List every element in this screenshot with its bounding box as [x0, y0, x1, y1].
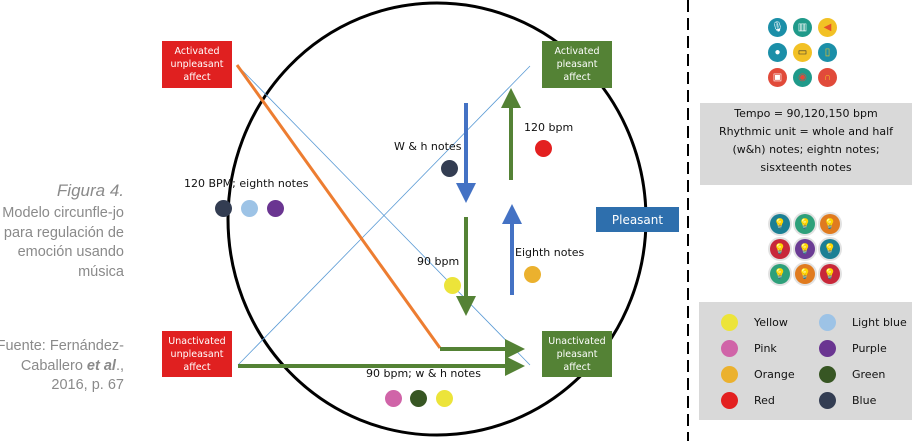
- legend-label: Green: [852, 368, 886, 381]
- quadrant-activated-unpleasant: Activated unpleasant affect: [162, 41, 232, 88]
- microphone-icon: 🎙: [768, 18, 787, 37]
- label-wh-notes: W & h notes: [394, 140, 462, 153]
- dot-yellow: [444, 277, 461, 294]
- quadrant-unactivated-pleasant: Unactivated pleasant affect: [542, 331, 612, 377]
- quadrant-unactivated-unpleasant: Unactivated unpleasant affect: [162, 331, 232, 377]
- source-etal: et al: [86, 357, 116, 374]
- bulb-icon-teal: 💡: [770, 214, 790, 234]
- speaker-horn-icon: ◀: [818, 18, 837, 37]
- pleasant-axis-label: Pleasant: [596, 207, 679, 232]
- vinyl-record-icon: ●: [768, 43, 787, 62]
- source-prefix: Fuente: Fernández-Caballero: [0, 338, 124, 374]
- legend-label: Blue: [852, 394, 877, 407]
- legend-item-orange: Orange: [721, 366, 795, 383]
- bulb-icon-green: 💡: [795, 214, 815, 234]
- music-icons-grid: 🎙 ▥ ◀ ● ▭ ▯ ▣ ◉ ∩: [768, 18, 837, 87]
- equalizer-icon: ▥: [793, 18, 812, 37]
- legend-item-red: Red: [721, 392, 775, 409]
- source-suffix: ., 2016, p. 67: [51, 357, 124, 394]
- legend-swatch-green: [819, 366, 836, 383]
- legend-item-green: Green: [819, 366, 885, 383]
- legend-item-purple: Purple: [819, 340, 887, 357]
- bulb-icon-orange: 💡: [820, 214, 840, 234]
- info-rhythm-3: sisxteenth notes: [760, 161, 852, 174]
- dot-pink: [385, 390, 402, 407]
- dot-blue-wh: [441, 160, 458, 177]
- cassette-icon: ▭: [793, 43, 812, 62]
- dot-purple: [267, 200, 284, 217]
- figure-title: Figura 4.: [56, 181, 124, 200]
- quadrant-activated-pleasant: Activated pleasant affect: [542, 41, 612, 88]
- legend-swatch-red: [721, 392, 738, 409]
- label-90bpm: 90 bpm: [417, 255, 460, 268]
- bulb-icon-red-2: 💡: [820, 264, 840, 284]
- bulb-icon-green-2: 💡: [770, 264, 790, 284]
- info-tempo: Tempo = 90,120,150 bpm: [734, 107, 878, 120]
- dot-blue: [215, 200, 232, 217]
- legend-swatch-purple: [819, 340, 836, 357]
- legend-item-yellow: Yellow: [721, 314, 788, 331]
- label-120bpm: 120 bpm: [524, 121, 574, 134]
- legend-item-blue: Blue: [819, 392, 876, 409]
- legend-swatch-light-blue: [819, 314, 836, 331]
- info-rhythm-1: Rhythmic unit = whole and half: [718, 125, 894, 138]
- figure-description: Modelo circunfle-jo para regulación de e…: [2, 205, 124, 280]
- figure-source: Fuente: Fernández-Caballero et al., 2016…: [0, 337, 124, 396]
- bulb-icon-purple: 💡: [795, 239, 815, 259]
- legend-swatch-pink: [721, 340, 738, 357]
- bulb-icons-grid: 💡 💡 💡 💡 💡 💡 💡 💡 💡: [770, 214, 840, 284]
- legend-item-light-blue: Light blue: [819, 314, 907, 331]
- radio-icon: ▣: [768, 68, 787, 87]
- dot-green: [410, 390, 427, 407]
- orange-path-line: [235, 64, 442, 349]
- dot-orange: [524, 266, 541, 283]
- bulb-icon-orange-2: 💡: [795, 264, 815, 284]
- legend-label: Purple: [852, 342, 887, 355]
- legend-label: Pink: [754, 342, 777, 355]
- dot-light-blue: [241, 200, 258, 217]
- legend-item-pink: Pink: [721, 340, 777, 357]
- legend-swatch-orange: [721, 366, 738, 383]
- legend-swatch-blue: [819, 392, 836, 409]
- legend-label: Orange: [754, 368, 795, 381]
- label-90bpm-wh: 90 bpm; w & h notes: [366, 367, 481, 380]
- info-rhythm-2: (w&h) notes; eightn notes;: [732, 143, 880, 156]
- dot-yellow-2: [436, 390, 453, 407]
- legend-label: Light blue: [852, 316, 907, 329]
- label-120bpm-eighth: 120 BPM; eighth notes: [184, 177, 309, 190]
- headphones-icon: ∩: [818, 68, 837, 87]
- legend-label: Yellow: [754, 316, 788, 329]
- legend-swatch-yellow: [721, 314, 738, 331]
- info-box: Tempo = 90,120,150 bpm Rhythmic unit = w…: [700, 103, 912, 185]
- label-eighth-notes: Eighth notes: [515, 246, 585, 259]
- color-legend: Yellow Light blue Pink Purple Orange Gre…: [699, 302, 912, 420]
- bulb-icon-blue: 💡: [820, 239, 840, 259]
- loudspeaker-icon: ▯: [818, 43, 837, 62]
- bulb-icon-red: 💡: [770, 239, 790, 259]
- diagonal-line-2: [237, 65, 531, 366]
- dot-red: [535, 140, 552, 157]
- video-camera-icon: ◉: [793, 68, 812, 87]
- legend-label: Red: [754, 394, 775, 407]
